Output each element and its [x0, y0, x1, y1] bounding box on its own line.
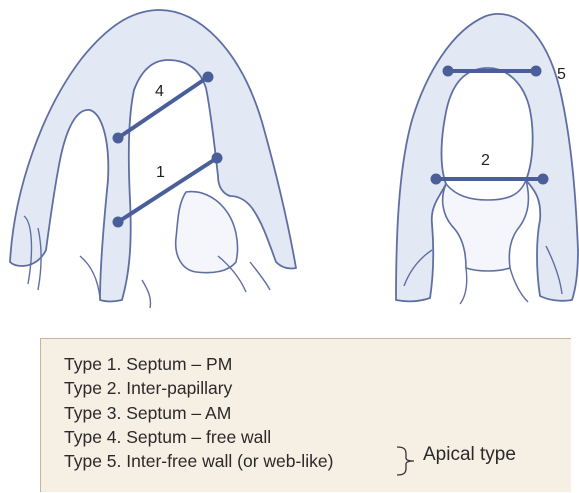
- trabecula-line-1-end-b: [212, 153, 223, 164]
- legend-item-type-4: Type 4. Septum – free wall: [64, 425, 333, 449]
- legend-item-type-5: Type 5. Inter-free wall (or web-like): [64, 449, 333, 473]
- trabecula-line-4-end-a: [113, 133, 124, 144]
- trabecula-line-2-end-a: [431, 174, 442, 185]
- legend-box: Type 1. Septum – PM Type 2. Inter-papill…: [40, 338, 571, 492]
- legend-item-type-1: Type 1. Septum – PM: [64, 352, 333, 376]
- apical-type-label: Apical type: [423, 444, 516, 466]
- left-papillary-muscle-outline: [176, 192, 238, 273]
- line-label-4: 4: [155, 83, 164, 100]
- legend-item-type-2: Type 2. Inter-papillary: [64, 376, 333, 400]
- left-ventricle-section: [10, 10, 296, 308]
- line-label-2: 2: [481, 152, 490, 169]
- trabecula-line-1-end-a: [113, 217, 124, 228]
- left-ventricle-wall: [10, 10, 296, 302]
- line-label-1: 1: [156, 164, 165, 181]
- line-label-5: 5: [557, 66, 566, 83]
- right-papillary-bridge-outline: [443, 180, 529, 271]
- trabecula-line-5-end-b: [531, 66, 542, 77]
- legend-list: Type 1. Septum – PM Type 2. Inter-papill…: [64, 352, 333, 473]
- legend-item-type-3: Type 3. Septum – AM: [64, 401, 333, 425]
- trabecula-line-5-end-a: [443, 66, 454, 77]
- trabecula-line-4-end-b: [203, 72, 214, 83]
- trabecula-line-2-end-b: [538, 174, 549, 185]
- group-brace-icon: [395, 445, 417, 477]
